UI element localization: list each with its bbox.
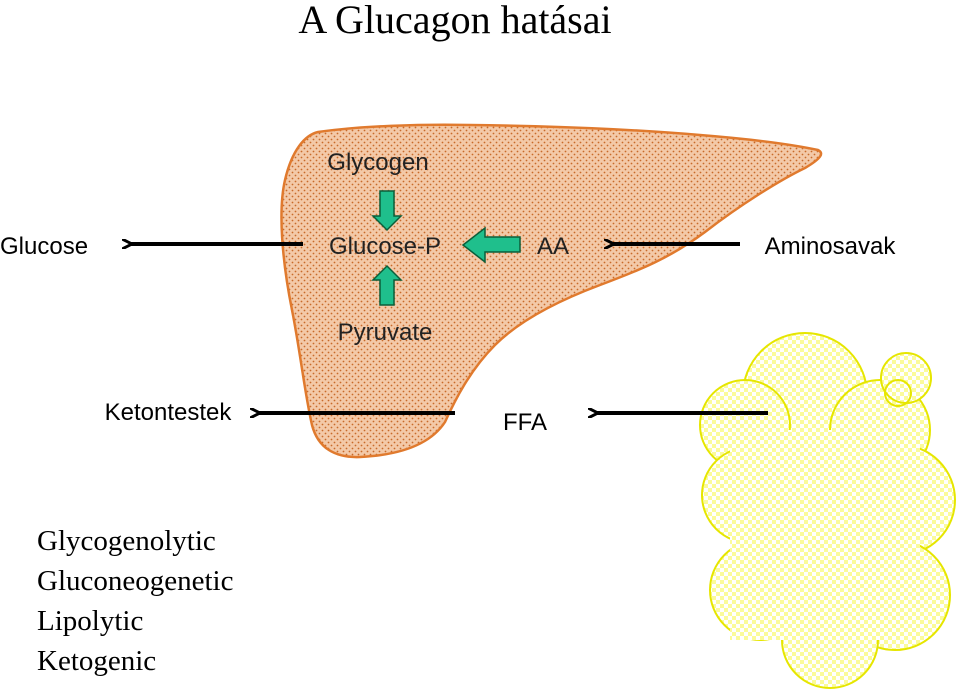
liver-shape xyxy=(280,123,823,459)
glycogen-label: Glycogen xyxy=(327,149,428,176)
ffa-label: FFA xyxy=(503,409,547,436)
ketontestek-label: Ketontestek xyxy=(105,399,233,426)
effect-item: Glycogenolytic xyxy=(37,525,216,557)
aa-label: AA xyxy=(537,233,569,260)
green-arrow-down-icon xyxy=(371,190,403,232)
glucose-label: Glucose xyxy=(0,233,88,260)
glucose-p-label: Glucose-P xyxy=(329,233,441,260)
effect-item: Gluconeogenetic xyxy=(37,565,233,597)
page-title: A Glucagon hatásai xyxy=(298,0,611,42)
aminosavak-label: Aminosavak xyxy=(765,233,897,260)
effect-item: Ketogenic xyxy=(37,645,156,677)
pyruvate-label: Pyruvate xyxy=(338,319,433,346)
effect-item: Lipolytic xyxy=(37,605,143,637)
green-arrow-up-icon xyxy=(371,264,403,306)
effects-list: Glycogenolytic Gluconeogenetic Lipolytic… xyxy=(37,525,233,677)
green-arrow-left-icon xyxy=(461,226,521,264)
adipose-tissue xyxy=(699,332,956,689)
